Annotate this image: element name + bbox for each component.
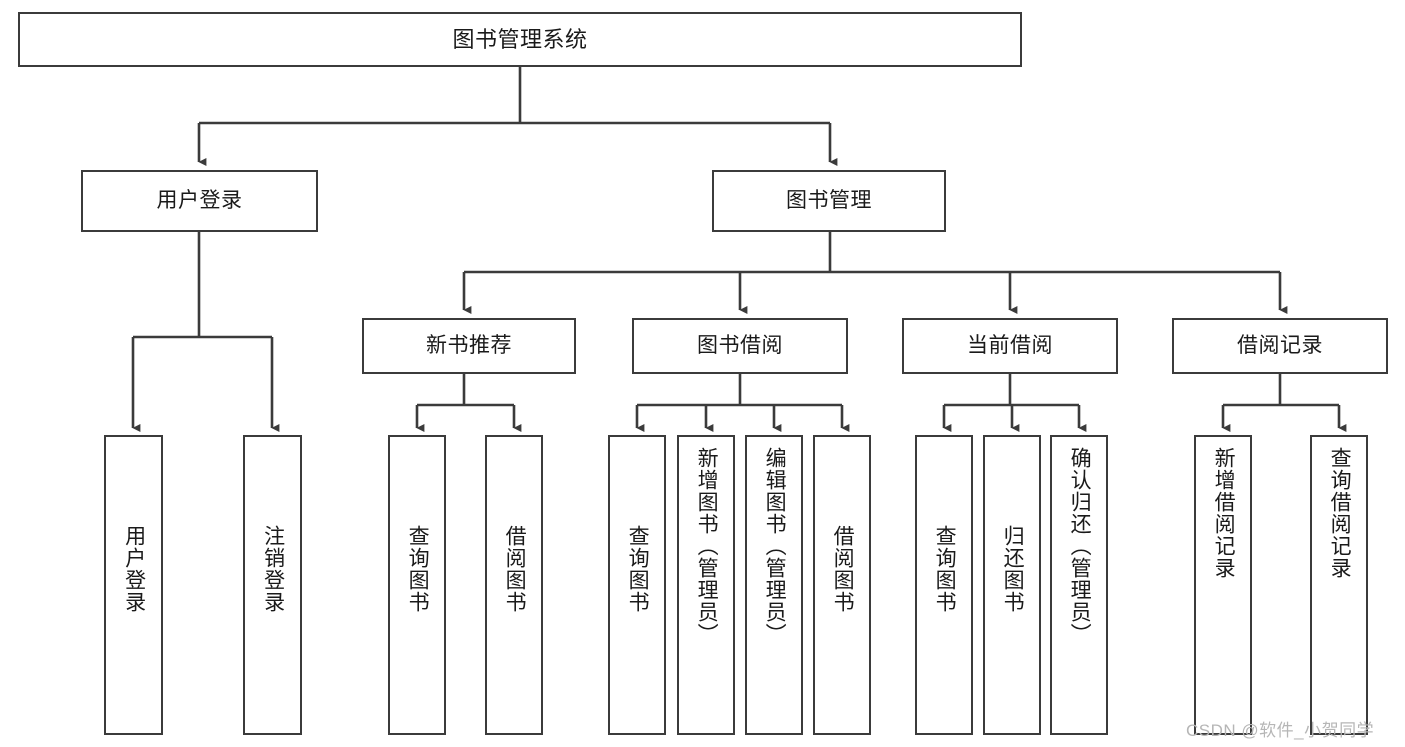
leaf-borrow-record-add-record[interactable]: 新增借阅记录 <box>1194 435 1252 735</box>
node-label: 查询借阅记录 <box>1328 447 1352 579</box>
leaf-current-borrow-return-book[interactable]: 归还图书 <box>983 435 1041 735</box>
leaf-book-borrow-borrow-book[interactable]: 借阅图书 <box>813 435 871 735</box>
leaf-new-book-query-book[interactable]: 查询图书 <box>388 435 446 735</box>
node-label: 借阅图书 <box>503 525 527 613</box>
node-label: 新增借阅记录 <box>1212 447 1236 579</box>
node-label: 用户登录 <box>122 525 146 613</box>
node-label: 归还图书 <box>1001 525 1025 613</box>
node-label: 新书推荐 <box>426 333 512 357</box>
leaf-book-borrow-query-book[interactable]: 查询图书 <box>608 435 666 735</box>
node-label: 确认归还（管理员） <box>1068 447 1092 645</box>
node-label: 查询图书 <box>406 525 430 613</box>
node-book-management[interactable]: 图书管理 <box>712 170 946 232</box>
leaf-borrow-record-query-record[interactable]: 查询借阅记录 <box>1310 435 1368 735</box>
csdn-watermark: CSDN @软件_小贺同学 <box>1186 721 1375 740</box>
node-label: 查询图书 <box>933 525 957 613</box>
node-label: 借阅图书 <box>831 525 855 613</box>
leaf-new-book-borrow-book[interactable]: 借阅图书 <box>485 435 543 735</box>
node-label: 新增图书（管理员） <box>695 447 719 645</box>
node-label: 编辑图书（管理员） <box>763 447 787 645</box>
leaf-book-borrow-edit-book-admin[interactable]: 编辑图书（管理员） <box>745 435 803 735</box>
node-current-borrow[interactable]: 当前借阅 <box>902 318 1118 374</box>
leaf-user-login-login[interactable]: 用户登录 <box>104 435 163 735</box>
leaf-book-borrow-add-book-admin[interactable]: 新增图书（管理员） <box>677 435 735 735</box>
node-label: 用户登录 <box>156 188 243 212</box>
node-label: 注销登录 <box>261 525 285 613</box>
node-label: 当前借阅 <box>967 333 1053 357</box>
node-new-book-recommend[interactable]: 新书推荐 <box>362 318 576 374</box>
leaf-current-borrow-confirm-return-admin[interactable]: 确认归还（管理员） <box>1050 435 1108 735</box>
node-label: 图书管理系统 <box>452 26 588 52</box>
node-label: 图书借阅 <box>697 333 783 357</box>
leaf-current-borrow-query-book[interactable]: 查询图书 <box>915 435 973 735</box>
node-label: 借阅记录 <box>1237 333 1323 357</box>
node-label: 查询图书 <box>626 525 650 613</box>
leaf-user-login-logout[interactable]: 注销登录 <box>243 435 302 735</box>
node-borrow-record[interactable]: 借阅记录 <box>1172 318 1388 374</box>
node-book-borrow[interactable]: 图书借阅 <box>632 318 848 374</box>
node-label: 图书管理 <box>786 188 872 212</box>
node-user-login[interactable]: 用户登录 <box>81 170 318 232</box>
node-root-book-management-system[interactable]: 图书管理系统 <box>18 12 1022 67</box>
